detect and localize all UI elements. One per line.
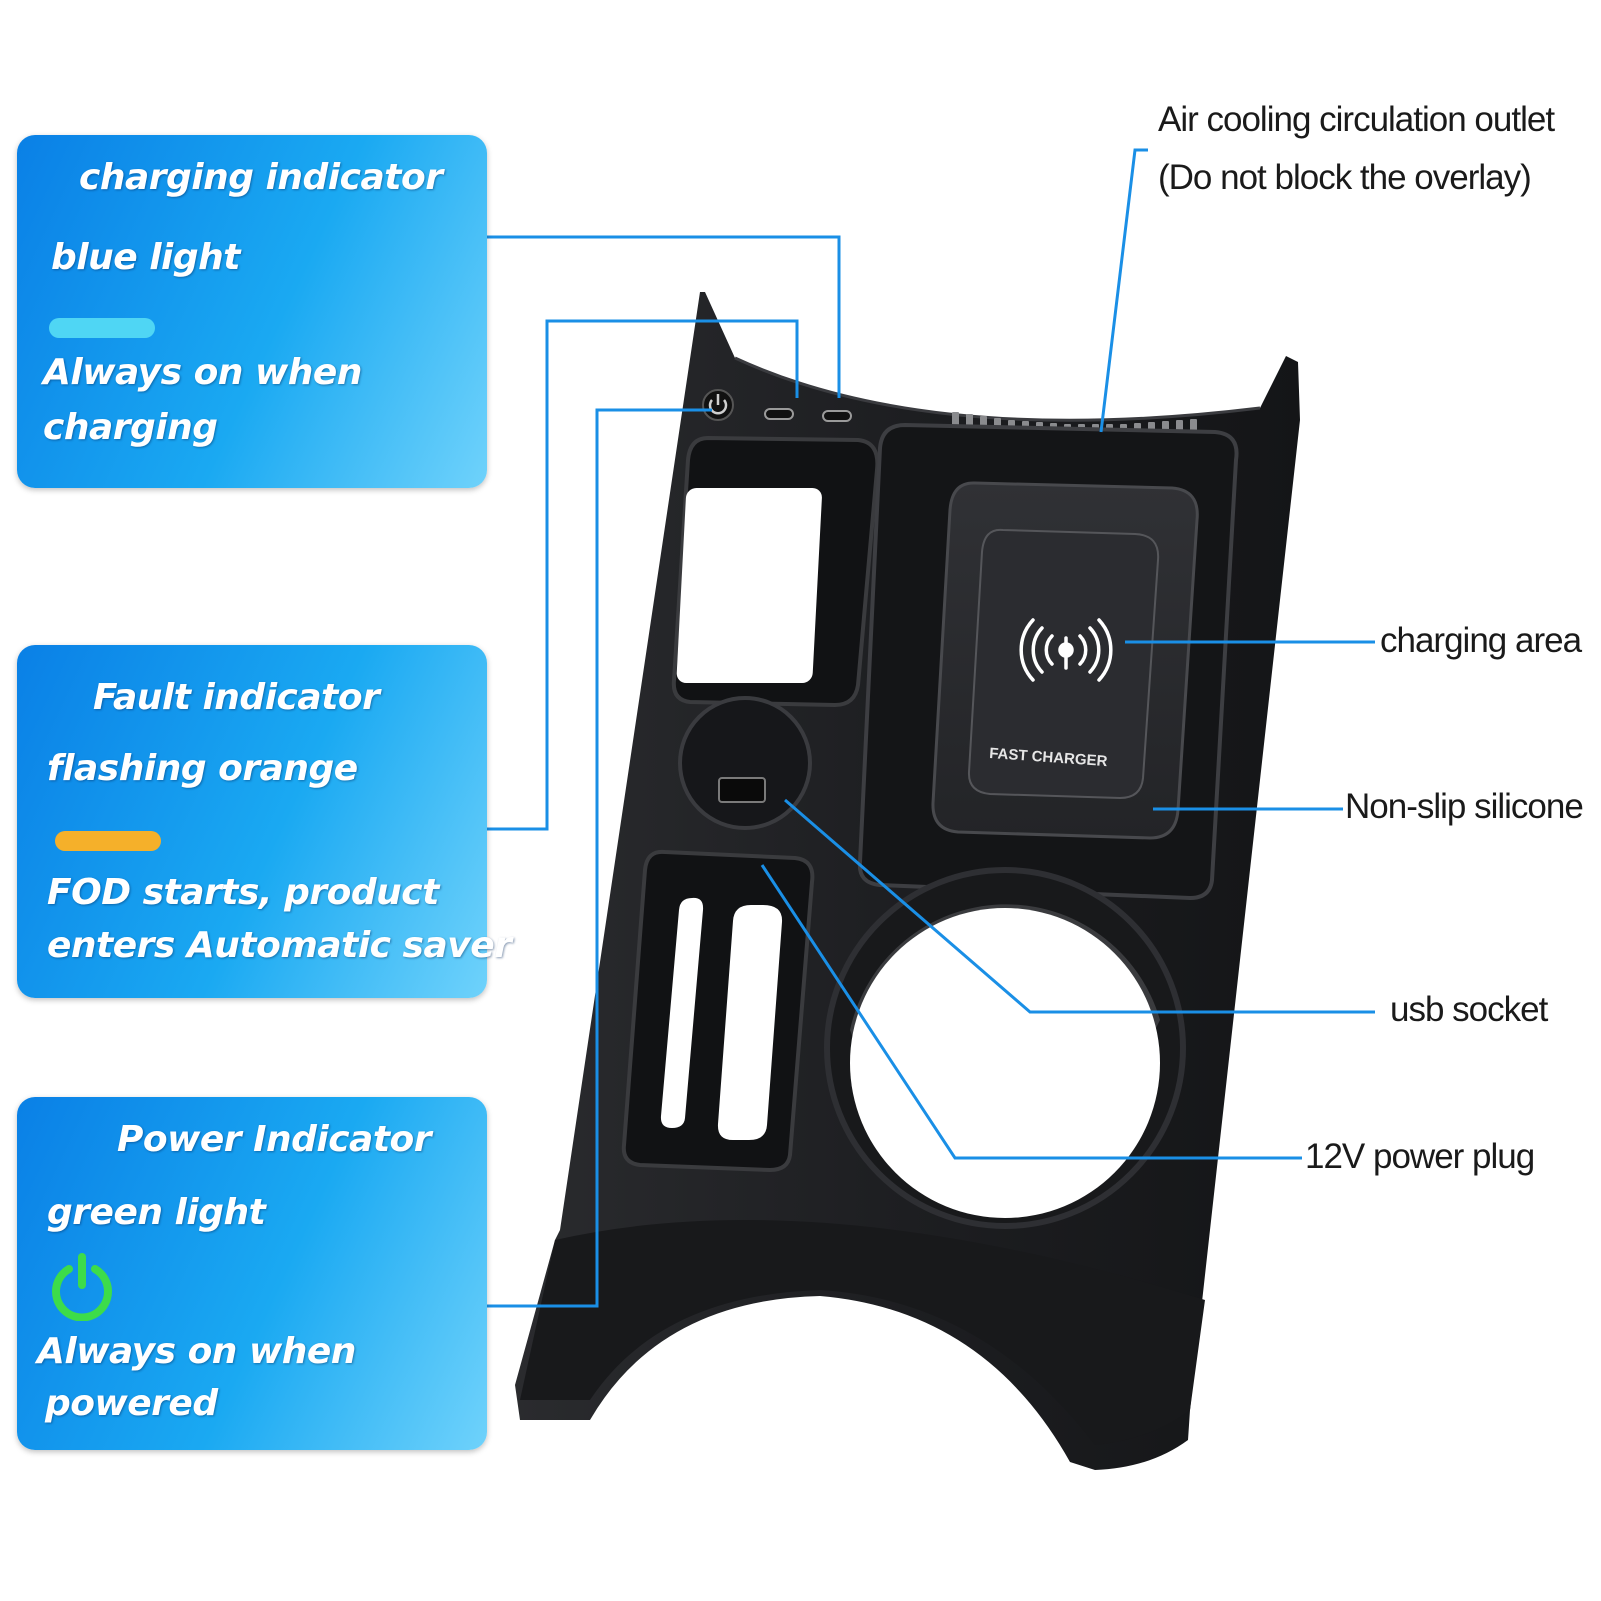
blue-light-swatch [49, 318, 155, 338]
leader-usb-socket [784, 798, 1375, 1014]
card-title: Power Indicator [117, 1119, 432, 1160]
leader-power-plug [760, 864, 1302, 1160]
leader-air-outlet [1099, 148, 1148, 433]
power-icon [52, 1253, 112, 1321]
fault-indicator-card: Fault indicator flashing orange FOD star… [17, 645, 512, 998]
cup-holder-opening [850, 908, 1160, 1218]
card-light: flashing orange [47, 748, 358, 789]
card-light: green light [47, 1192, 266, 1233]
console-rim [734, 356, 1261, 422]
fault-led [822, 410, 852, 422]
card-desc-line1: FOD starts, product [47, 872, 439, 913]
non-slip-label: Non-slip silicone [1345, 787, 1584, 826]
usb-socket-label: usb socket [1390, 990, 1548, 1029]
orange-light-swatch [55, 831, 161, 851]
card-desc-line1: Always on when [43, 352, 362, 393]
leader-charging-indicator [486, 235, 841, 398]
card-title: charging indicator [79, 157, 443, 198]
card-title: Fault indicator [93, 677, 380, 718]
tray-window [676, 488, 822, 683]
leader-lines [486, 148, 1375, 1308]
power-plug-label: 12V power plug [1305, 1137, 1535, 1176]
card-desc-line1: Always on when [37, 1331, 356, 1372]
air-outlet-sublabel: (Do not block the overlay) [1158, 158, 1532, 197]
power-plug-slot-left [660, 897, 704, 1128]
usb-socket-housing [678, 696, 812, 830]
leader-fault-indicator [486, 319, 799, 831]
leader-power-indicator [486, 408, 712, 1308]
card-desc-line2: powered [45, 1383, 218, 1424]
charging-led [764, 408, 794, 420]
power-plug-slot-right [717, 905, 783, 1140]
air-outlet-label: Air cooling circulation outlet [1158, 100, 1555, 139]
wireless-charging-icon [1019, 618, 1113, 682]
charging-area-label: charging area [1380, 621, 1582, 660]
power-indicator-card: Power Indicator green light Always on wh… [17, 1097, 487, 1450]
card-light: blue light [51, 237, 240, 278]
usb-port [718, 777, 766, 803]
card-desc-line2: enters Automatic saver [47, 925, 512, 966]
charging-area [967, 528, 1160, 800]
charging-indicator-card: charging indicator blue light Always on … [17, 135, 487, 488]
console-apron [520, 1220, 1205, 1445]
card-desc-line2: charging [43, 407, 218, 448]
power-button-icon [708, 399, 728, 415]
